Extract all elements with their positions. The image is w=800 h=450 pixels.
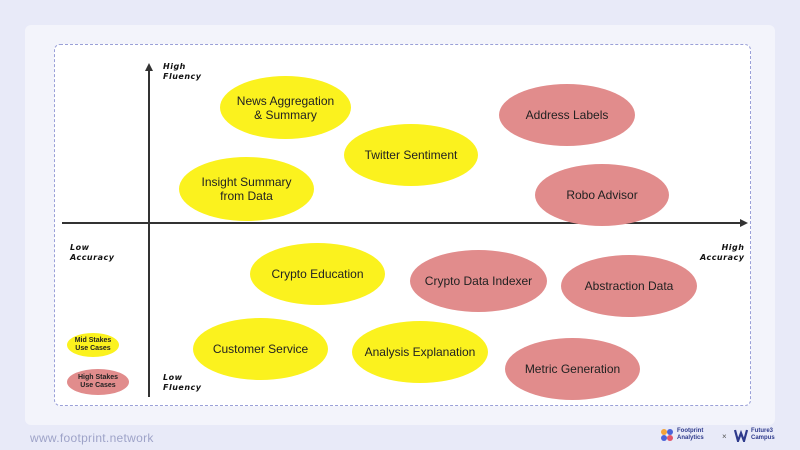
brand-separator: × bbox=[722, 432, 727, 441]
axis-label-low-fluency: Low Fluency bbox=[163, 373, 202, 392]
y-axis bbox=[148, 70, 150, 397]
bubble-abstraction-data: Abstraction Data bbox=[561, 255, 697, 317]
bubble-twitter-sentiment: Twitter Sentiment bbox=[344, 124, 478, 186]
bubble-insight-summary: Insight Summary from Data bbox=[179, 157, 314, 221]
bubble-metric-generation: Metric Generation bbox=[505, 338, 640, 400]
footprint-analytics-logo: Footprint Analytics bbox=[660, 428, 704, 442]
future3-brand-text: Future3 Campus bbox=[751, 428, 775, 441]
bubble-crypto-data-indexer: Crypto Data Indexer bbox=[410, 250, 547, 312]
axis-label-high-fluency: High Fluency bbox=[163, 62, 202, 81]
legend-mid-stakes: Mid Stakes Use Cases bbox=[67, 333, 119, 357]
y-axis-arrow bbox=[145, 63, 153, 71]
bubble-analysis-explanation: Analysis Explanation bbox=[352, 321, 488, 383]
footprint-logo-icon bbox=[661, 429, 673, 441]
x-axis bbox=[62, 222, 742, 224]
bubble-crypto-education: Crypto Education bbox=[250, 243, 385, 305]
axis-label-low-accuracy: Low Accuracy bbox=[70, 243, 115, 262]
future3-logo-icon bbox=[734, 429, 748, 442]
legend-high-stakes: High Stakes Use Cases bbox=[67, 369, 129, 395]
footprint-brand-text: Footprint Analytics bbox=[677, 428, 704, 441]
bubble-customer-service: Customer Service bbox=[193, 318, 328, 380]
bubble-robo-advisor: Robo Advisor bbox=[535, 164, 669, 226]
future3-campus-logo: Future3 Campus bbox=[734, 428, 775, 442]
axis-label-high-accuracy: High Accuracy bbox=[700, 243, 745, 262]
footer-url: www.footprint.network bbox=[30, 431, 154, 445]
x-axis-arrow bbox=[740, 219, 748, 227]
bubble-address-labels: Address Labels bbox=[499, 84, 635, 146]
bubble-news-aggregation: News Aggregation & Summary bbox=[220, 76, 351, 139]
